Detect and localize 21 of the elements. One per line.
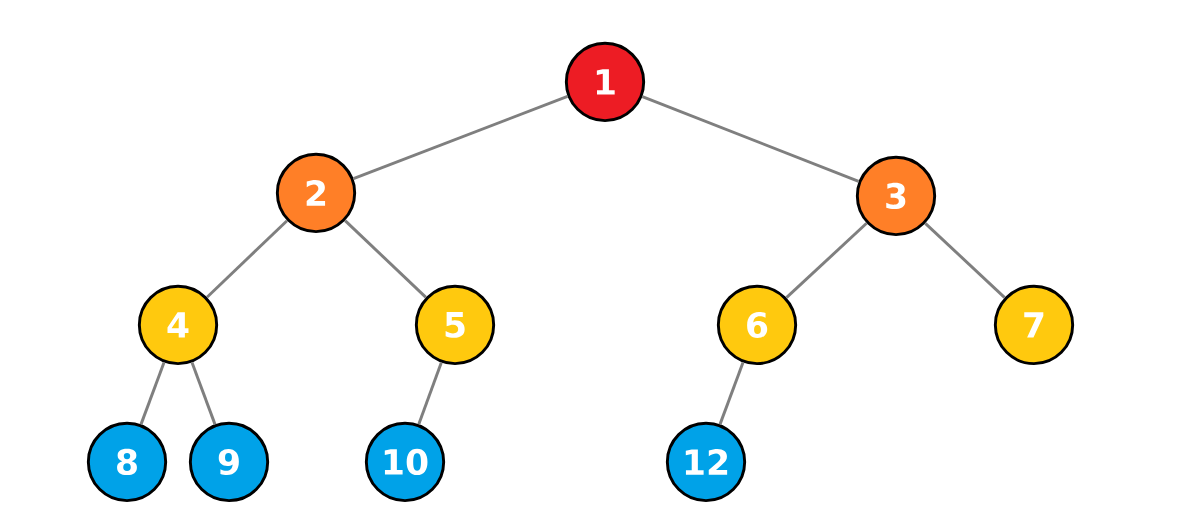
tree-node: 9 bbox=[188, 421, 270, 503]
tree-edge bbox=[344, 219, 427, 299]
tree-node: 3 bbox=[855, 155, 937, 237]
tree-edge bbox=[139, 362, 166, 425]
tree-node: 12 bbox=[665, 421, 747, 503]
tree-edge bbox=[641, 95, 860, 183]
tree-edge bbox=[190, 362, 217, 425]
tree-node: 10 bbox=[364, 421, 446, 503]
tree-edge bbox=[417, 362, 443, 425]
tree-edge bbox=[206, 219, 289, 299]
tree-node: 6 bbox=[716, 284, 798, 366]
tree-edge bbox=[785, 222, 868, 299]
tree-node: 5 bbox=[414, 284, 496, 366]
tree-node: 2 bbox=[275, 152, 357, 234]
tree-edge bbox=[924, 222, 1006, 299]
tree-node: 4 bbox=[137, 284, 219, 366]
tree-node: 7 bbox=[993, 284, 1075, 366]
tree-edge bbox=[718, 362, 745, 425]
tree-edge bbox=[352, 95, 569, 180]
tree-node: 8 bbox=[86, 421, 168, 503]
tree-node: 1 bbox=[564, 41, 646, 123]
